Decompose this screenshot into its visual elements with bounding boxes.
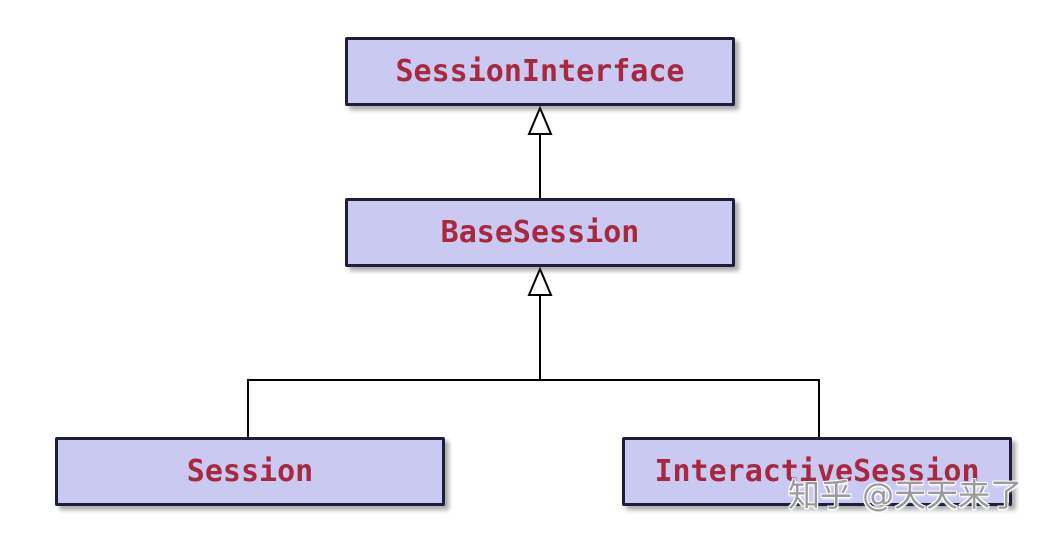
class-node-base-session: BaseSession [345, 198, 735, 267]
class-node-session-interface: SessionInterface [345, 37, 735, 106]
class-node-interactive-session: InteractiveSession [622, 437, 1012, 506]
class-name-label: SessionInterface [395, 54, 685, 89]
class-name-label: Session [186, 454, 314, 489]
generalization-arrowhead-icon [527, 105, 553, 135]
class-name-label: InteractiveSession [654, 454, 980, 489]
zhihu-watermark: 知乎 @天天来了 [788, 476, 1023, 514]
generalization-arrowhead-icon [527, 266, 553, 296]
class-node-session: Session [55, 437, 445, 506]
class-name-label: BaseSession [440, 215, 640, 250]
edge-fork-connector [247, 379, 820, 438]
